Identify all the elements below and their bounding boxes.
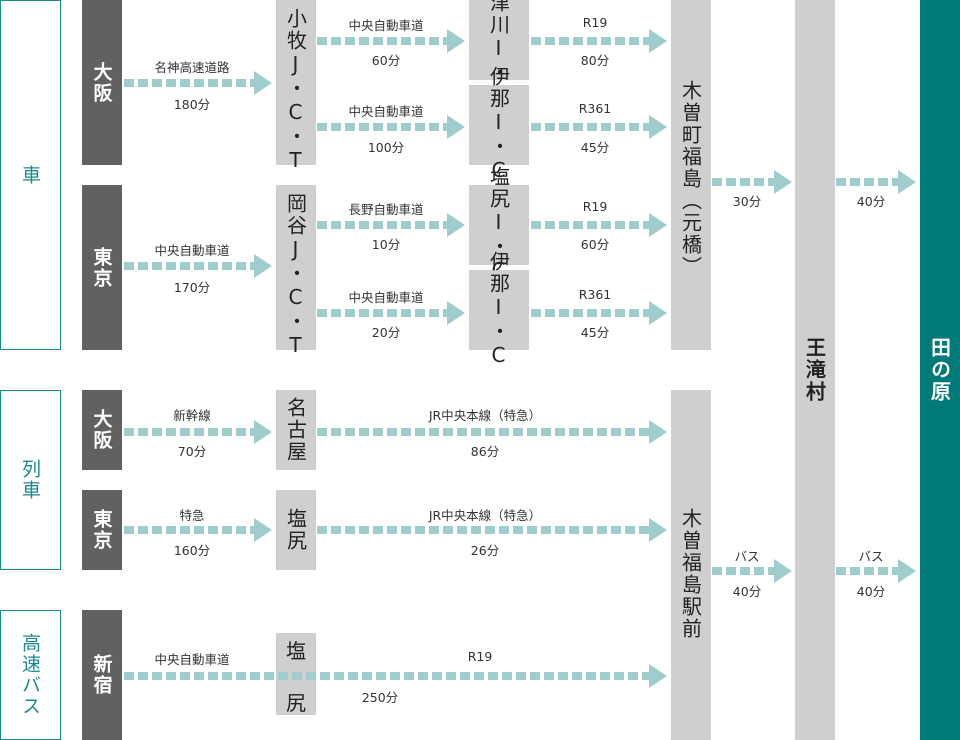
label-bus-r19-road: R19 [467, 649, 493, 664]
category-train: 列車 [0, 390, 61, 570]
arrow-otaki-tanohara-car [836, 170, 916, 194]
hub-komaki-jct: 小牧J・C・T [276, 0, 316, 174]
hub-nagoya: 名古屋 [276, 390, 316, 470]
label-chuo-komaki-nakatsugawa-time: 60分 [371, 53, 401, 68]
category-train-label: 列車 [19, 459, 41, 501]
origin-shinjuku-label: 新宿 [90, 654, 113, 696]
category-car-label: 車 [19, 164, 41, 186]
arrow-r361-ina-1 [531, 115, 667, 139]
label-bus-otaki-tanohara-mode: バス [858, 549, 884, 564]
label-chuo-okaya-ina-time: 20分 [371, 325, 401, 340]
category-car: 車 [0, 0, 61, 350]
label-jr-chuo-nagoya-time: 86分 [470, 444, 500, 459]
hub-kiso-fukushima-station: 木曽福島駅前 [671, 390, 711, 740]
label-r19-nakatsugawa-time: 80分 [580, 53, 610, 68]
arrow-shinkansen [124, 420, 272, 444]
hub-shiojiri-ic-label: 塩尻I・C [486, 166, 511, 284]
arrow-chuo-tokyo [124, 254, 272, 278]
hub-ina-ic-1: 伊那I・C [469, 66, 529, 184]
hub-nagoya-label: 名古屋 [283, 397, 308, 463]
arrow-tokkyu [124, 518, 272, 542]
label-r19-shiojiri-road: R19 [582, 199, 608, 214]
label-nagano-okaya-shiojiri-time: 10分 [371, 237, 401, 252]
label-bus-time: 250分 [361, 690, 399, 705]
label-chuo-okaya-ina-road: 中央自動車道 [348, 290, 424, 305]
hub-shiojiri-ic: 塩尻I・C [469, 166, 529, 284]
label-chuo-tokyo-road: 中央自動車道 [154, 243, 230, 258]
label-r361-ina-1-time: 45分 [580, 140, 610, 155]
hub-shiojiri-train-label: 塩尻 [283, 508, 308, 552]
hub-shiojiri-bus-char-2: 尻 [286, 691, 306, 715]
arrow-highway-bus [124, 664, 667, 688]
hub-shiojiri-train: 塩尻 [276, 490, 316, 570]
hub-shiojiri-bus-char-1: 塩 [286, 639, 306, 663]
hub-ina-ic-1-label: 伊那I・C [486, 66, 511, 184]
label-bus-chuo-road: 中央自動車道 [154, 652, 230, 667]
origin-osaka-train-label: 大阪 [90, 409, 113, 451]
label-kiso-otaki-car-time: 30分 [732, 194, 762, 209]
label-r361-ina-1-road: R361 [578, 101, 612, 116]
label-tokkyu-line: 特急 [179, 508, 205, 523]
label-shinkansen-line: 新幹線 [173, 408, 211, 423]
destination-tanohara: 田の原 [920, 0, 960, 740]
arrow-meishin [124, 71, 272, 95]
label-bus-station-otaki-time: 40分 [732, 584, 762, 599]
arrow-r19-shiojiri [531, 213, 667, 237]
arrow-bus-otaki-tanohara [836, 559, 916, 583]
hub-nakatsugawa-ic: 中津川I・C [469, 0, 529, 110]
origin-osaka-car: 大阪 [82, 0, 122, 165]
hub-ina-ic-2: 伊那I・C [469, 251, 529, 369]
hub-kiso-fukushima-label: 木曽町福島（元橋） [678, 80, 703, 278]
label-meishin-road: 名神高速道路 [154, 60, 230, 75]
origin-tokyo-train-label: 東京 [90, 509, 113, 551]
label-jr-chuo-shiojiri-time: 26分 [470, 543, 500, 558]
label-jr-chuo-shiojiri-line: JR中央本線（特急） [428, 508, 542, 523]
arrow-jr-chuo-nagoya [317, 420, 667, 444]
origin-osaka-train: 大阪 [82, 390, 122, 470]
arrow-jr-chuo-shiojiri [317, 518, 667, 542]
hub-komaki-jct-label: 小牧J・C・T [283, 8, 308, 174]
arrow-nagano-okaya-shiojiri [317, 213, 465, 237]
arrow-chuo-okaya-ina [317, 301, 465, 325]
label-meishin-time: 180分 [173, 97, 211, 112]
arrow-chuo-komaki-ina [317, 115, 465, 139]
label-r19-shiojiri-time: 60分 [580, 237, 610, 252]
hub-ina-ic-2-label: 伊那I・C [486, 251, 511, 369]
hub-otaki-village-label: 王滝村 [802, 337, 827, 403]
origin-tokyo-train: 東京 [82, 490, 122, 570]
category-bus-label: 高速バス [19, 633, 41, 717]
label-shinkansen-time: 70分 [177, 444, 207, 459]
hub-kiso-fukushima: 木曽町福島（元橋） [671, 0, 711, 350]
label-chuo-komaki-nakatsugawa-road: 中央自動車道 [348, 18, 424, 33]
destination-tanohara-label: 田の原 [927, 337, 952, 403]
label-r361-ina-2-road: R361 [578, 287, 612, 302]
hub-okaya-jct: 岡谷J・C・T [276, 185, 316, 359]
origin-tokyo-car: 東京 [82, 185, 122, 350]
label-bus-station-otaki-mode: バス [734, 549, 760, 564]
arrow-r361-ina-2 [531, 301, 667, 325]
label-jr-chuo-nagoya-line: JR中央本線（特急） [428, 408, 542, 423]
label-r361-ina-2-time: 45分 [580, 325, 610, 340]
label-bus-otaki-tanohara-time: 40分 [856, 584, 886, 599]
label-chuo-komaki-ina-time: 100分 [367, 140, 405, 155]
origin-osaka-car-label: 大阪 [90, 61, 113, 104]
hub-okaya-jct-label: 岡谷J・C・T [283, 193, 308, 359]
label-tokkyu-time: 160分 [173, 543, 211, 558]
arrow-kiso-otaki-car [712, 170, 792, 194]
label-chuo-tokyo-time: 170分 [173, 280, 211, 295]
origin-shinjuku: 新宿 [82, 610, 122, 740]
origin-tokyo-car-label: 東京 [90, 246, 113, 289]
arrow-chuo-komaki-nakatsugawa [317, 29, 465, 53]
label-otaki-tanohara-car-time: 40分 [856, 194, 886, 209]
category-bus: 高速バス [0, 610, 61, 740]
label-chuo-komaki-ina-road: 中央自動車道 [348, 104, 424, 119]
hub-kiso-fukushima-station-label: 木曽福島駅前 [678, 508, 703, 640]
arrow-r19-nakatsugawa [531, 29, 667, 53]
arrow-bus-station-otaki [712, 559, 792, 583]
label-nagano-okaya-shiojiri-road: 長野自動車道 [348, 202, 424, 217]
hub-otaki-village: 王滝村 [795, 0, 835, 740]
label-r19-nakatsugawa-road: R19 [582, 15, 608, 30]
